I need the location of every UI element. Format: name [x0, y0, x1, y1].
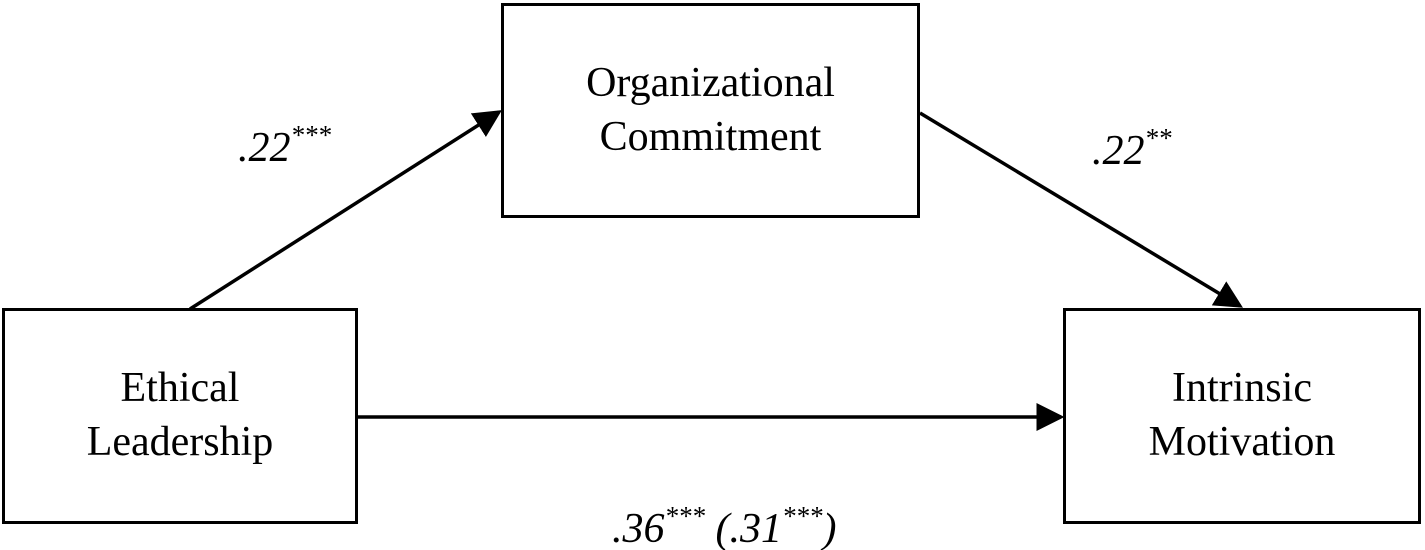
node-label-line2: Leadership — [86, 419, 274, 465]
node-label-line2: Motivation — [1148, 419, 1336, 465]
node-label-line1: Intrinsic — [1172, 365, 1312, 412]
node-label-line1: Organizational — [586, 59, 835, 106]
node-organizational-commitment: Organizational Commitment — [501, 3, 920, 218]
significance-stars: *** — [290, 120, 332, 150]
significance-stars: *** — [664, 501, 706, 531]
coefficient-c-path: .36*** (.31***) — [612, 503, 837, 550]
node-ethical-leadership: Ethical Leadership — [2, 308, 358, 524]
node-label: Ethical Leadership — [87, 362, 274, 470]
arrow-commitment-to-motivation — [919, 111, 1243, 308]
node-label-line2: Commitment — [599, 113, 822, 160]
node-label-line1: Ethical — [120, 365, 240, 412]
node-intrinsic-motivation: Intrinsic Motivation — [1063, 308, 1421, 524]
coefficient-value: .36 — [612, 506, 665, 550]
close-paren: ) — [822, 506, 837, 550]
coefficient-a-path: .22*** — [238, 122, 331, 171]
coefficient-value: .22 — [1092, 128, 1145, 174]
coefficient-b-path: .22** — [1092, 125, 1172, 174]
arrow-ethical-to-commitment — [189, 110, 502, 311]
node-label: Organizational Commitment — [586, 57, 835, 165]
node-label: Intrinsic Motivation — [1149, 362, 1336, 470]
significance-stars: ** — [1144, 123, 1172, 153]
direct-significance-stars: *** — [782, 501, 823, 531]
coefficient-value: .22 — [238, 125, 291, 171]
direct-coefficient-value: (.31 — [715, 506, 783, 550]
